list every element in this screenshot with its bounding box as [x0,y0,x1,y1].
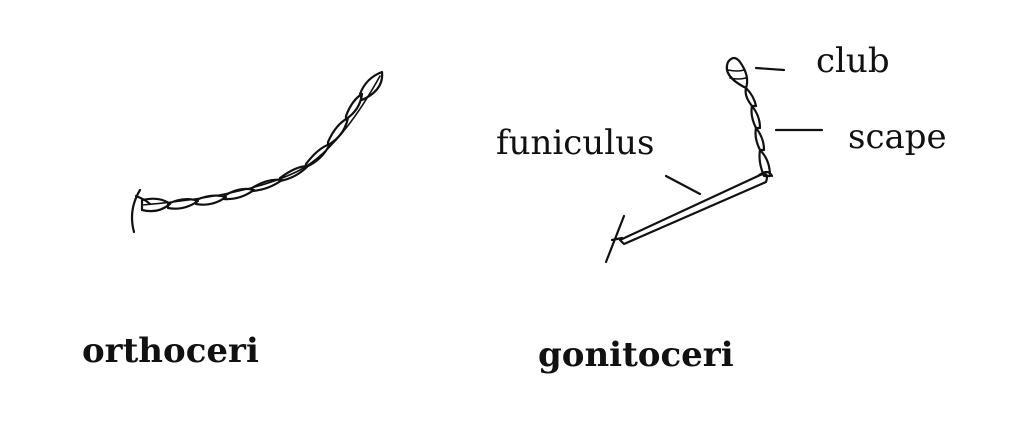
gonitoceri-segment [744,86,758,108]
orthoceri-shaft [141,75,381,206]
funiculus-leader-line [664,174,702,196]
gonitoceri-base [604,214,626,264]
gonitoceri-long-segment [618,172,769,246]
orthoceri-segment [166,197,200,210]
scape-label: scape [848,117,947,157]
gonitoceri-segment [754,126,766,152]
funiculus-label: funiculus [496,123,654,163]
gonitoceri-club-ring [727,69,747,80]
gonitoceri-elbow [756,170,774,178]
orthoceri-segment [326,116,350,147]
orthoceri-caption: orthoceri [82,331,259,371]
club-leader-line [754,66,786,72]
orthoceri-segment [250,178,284,193]
orthoceri-segment [344,92,364,121]
gonitoceri-caption: gonitoceri [538,335,734,375]
gonitoceri-antenna [604,56,774,264]
club-label: club [816,41,890,81]
gonitoceri-segment [750,104,762,130]
orthoceri-apical-segment [358,70,384,102]
orthoceri-antenna [130,70,384,234]
gonitoceri-club [725,56,749,90]
